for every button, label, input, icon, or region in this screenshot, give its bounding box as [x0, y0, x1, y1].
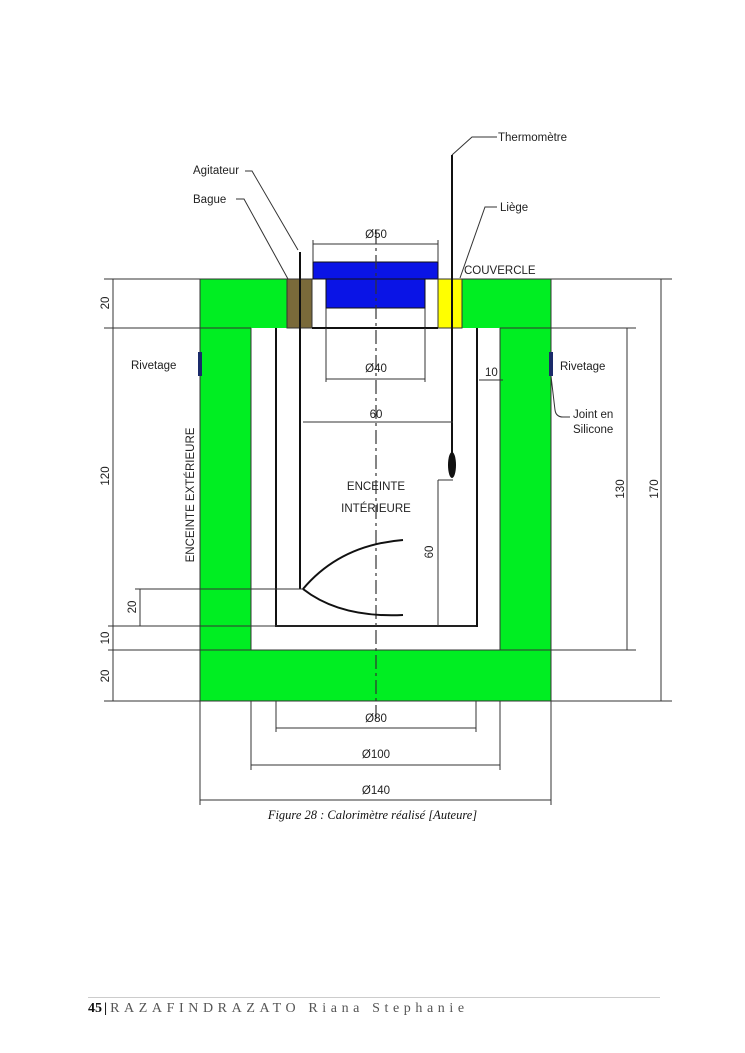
dim-d140: Ø140 [362, 785, 390, 797]
label-rivetage-right: Rivetage [560, 361, 605, 373]
dim-h60: 60 [424, 546, 436, 559]
page-number: 45 [88, 1001, 102, 1016]
label-joint-1: Joint en [573, 409, 613, 421]
footer-separator: | [104, 1001, 108, 1016]
dim-d50: Ø50 [365, 229, 387, 241]
label-rivetage-left: Rivetage [131, 360, 176, 372]
dim-right-170: 170 [649, 479, 661, 498]
label-enceinte-exterieure: ENCEINTE EXTÉRIEURE [184, 427, 197, 562]
dim-d80: Ø80 [365, 713, 387, 725]
rivet-right [549, 352, 553, 376]
dim-left-20-top: 20 [100, 297, 112, 310]
label-joint-2: Silicone [573, 424, 613, 436]
author-name: RAZAFINDRAZATO Riana Stephanie [110, 1001, 469, 1016]
page-footer: 45|RAZAFINDRAZATO Riana Stephanie [88, 1001, 469, 1017]
dim-left-120: 120 [100, 466, 112, 485]
label-enceinte-interieure-1: ENCEINTE [347, 481, 405, 493]
label-couvercle: COUVERCLE [464, 265, 536, 277]
label-thermometre: Thermomètre [498, 132, 567, 144]
dim-d100: Ø100 [362, 749, 390, 761]
dim-left-10: 10 [100, 632, 112, 645]
agitator [299, 252, 404, 617]
dim-w60: 60 [370, 409, 383, 421]
figure-caption: Figure 28 : Calorimètre réalisé [Auteure… [267, 808, 478, 822]
liege [437, 278, 463, 329]
label-bague: Bague [193, 194, 226, 206]
footer-divider [88, 997, 660, 998]
dim-d40: Ø40 [365, 363, 387, 375]
label-liege: Liège [500, 202, 528, 214]
rivet-left [198, 352, 202, 376]
dim-w10: 10 [485, 367, 498, 379]
label-enceinte-interieure-2: INTÉRIEURE [341, 502, 411, 515]
thermometer [448, 155, 456, 478]
dim-right-130: 130 [615, 479, 627, 498]
dim-left-20-paddle: 20 [127, 601, 139, 614]
label-agitateur: Agitateur [193, 165, 239, 177]
dim-left-20-bottom: 20 [100, 670, 112, 683]
